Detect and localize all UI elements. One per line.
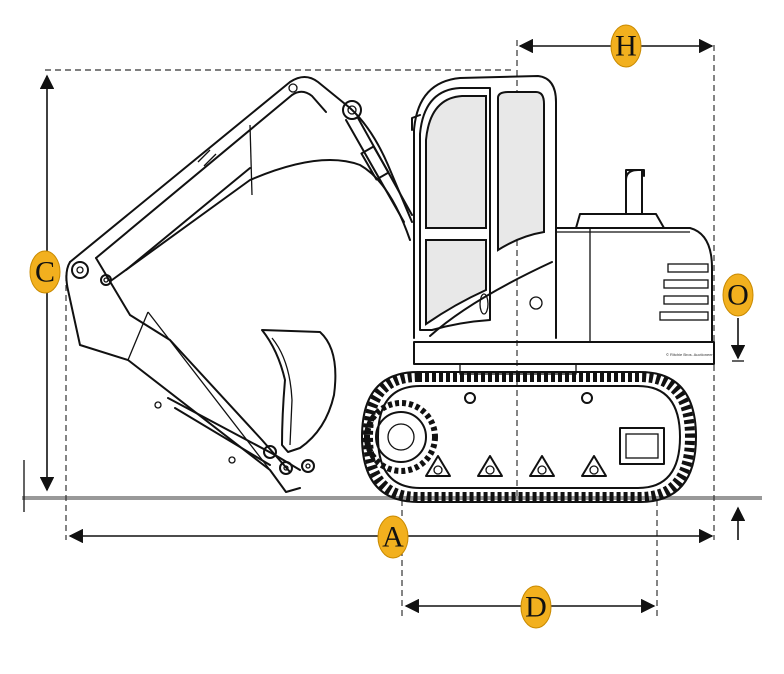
- label-d: D: [525, 591, 547, 624]
- label-h: H: [615, 30, 637, 63]
- label-o: O: [727, 279, 749, 312]
- cab: [411, 75, 557, 339]
- badge-a: A: [377, 515, 409, 559]
- copyright-text: © Ritchie Bros. Auctioneers: [666, 352, 715, 357]
- badge-h: H: [610, 24, 642, 68]
- excavator: © Ritchie Bros. Auctioneers: [65, 75, 715, 503]
- badge-d: D: [520, 585, 552, 629]
- label-a: A: [382, 521, 404, 554]
- upper-frame: [413, 341, 715, 375]
- engine-housing: © Ritchie Bros. Auctioneers: [555, 169, 715, 357]
- arm: [65, 257, 301, 493]
- track: [361, 371, 697, 503]
- badge-o: O: [722, 273, 754, 317]
- label-c: C: [35, 256, 55, 289]
- track-rollers: [425, 455, 607, 477]
- badge-c: C: [29, 250, 61, 294]
- bucket: [167, 329, 337, 475]
- boom-cylinder: [342, 100, 413, 223]
